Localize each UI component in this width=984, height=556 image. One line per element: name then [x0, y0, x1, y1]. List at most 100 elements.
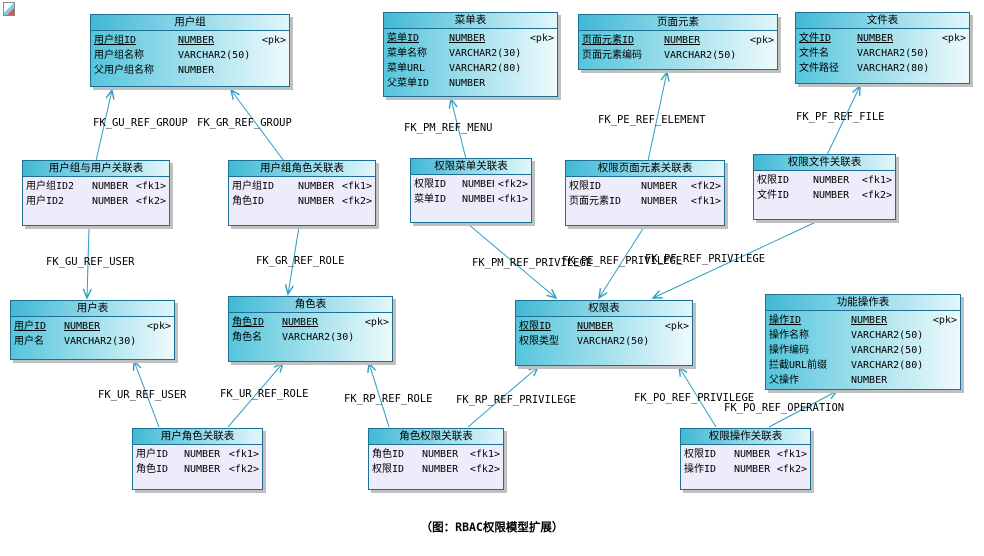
- er-table-title: 用户组: [91, 15, 289, 31]
- column-key-tag: <fk2>: [690, 181, 721, 192]
- er-table-title: 文件表: [796, 13, 969, 29]
- fk-label: FK_PO_REF_OPERATION: [724, 402, 845, 414]
- column-type: NUMBER: [851, 315, 888, 326]
- er-table-title: 页面元素: [579, 15, 777, 31]
- column-name: 菜单名称: [387, 48, 427, 59]
- er-table-title: 用户表: [11, 301, 174, 317]
- fk-label: FK_PF_REF_PRIVILEGE: [645, 253, 766, 265]
- column-type: NUMBER: [462, 194, 494, 205]
- fk-label: FK_UR_REF_ROLE: [220, 388, 309, 400]
- column-name: 父菜单ID: [387, 78, 430, 89]
- relationship-priv_op-to-operation: [768, 390, 839, 428]
- column-type: NUMBER: [449, 33, 486, 44]
- column-type: NUMBER: [422, 449, 459, 460]
- column-type: NUMBER: [577, 321, 614, 332]
- column-name: 权限类型: [519, 336, 559, 347]
- er-table-title: 角色表: [229, 297, 392, 313]
- column-name: 用户ID: [14, 321, 47, 332]
- column-type: VARCHAR2(80): [449, 63, 522, 74]
- er-table-title: 用户组与用户关联表: [23, 161, 169, 177]
- fk-label: FK_PE_REF_PRIVILEGE: [562, 255, 683, 267]
- column-type: NUMBER: [64, 321, 101, 332]
- er-table-title: 角色权限关联表: [369, 429, 503, 445]
- column-type: NUMBER: [664, 35, 701, 46]
- column-name: 权限ID: [757, 175, 790, 186]
- column-type: NUMBER: [462, 179, 494, 190]
- column-name: 页面元素ID: [569, 196, 622, 207]
- relationship-user_role-to-role: [227, 361, 285, 428]
- column-type: VARCHAR2(80): [851, 360, 924, 371]
- fk-label: FK_RP_REF_ROLE: [344, 393, 433, 405]
- column-key-tag: <fk1>: [776, 449, 807, 460]
- column-name: 用户ID2: [26, 196, 65, 207]
- column-key-tag: <pk>: [364, 317, 389, 328]
- column-key-tag: <fk2>: [497, 179, 528, 190]
- column-key-tag: <fk1>: [341, 181, 372, 192]
- column-name: 文件路径: [799, 63, 839, 74]
- column-type: VARCHAR2(50): [851, 330, 924, 341]
- column-name: 文件ID: [757, 190, 790, 201]
- fk-label: FK_GR_REF_GROUP: [197, 117, 292, 129]
- relationship-role_priv-to-privilege: [467, 365, 540, 428]
- column-type: NUMBER: [184, 449, 221, 460]
- column-key-tag: <fk2>: [228, 464, 259, 475]
- fk-label: FK_PF_REF_FILE: [796, 111, 885, 123]
- column-name: 用户组ID: [94, 35, 137, 46]
- fk-label: FK_GU_REF_GROUP: [93, 117, 188, 129]
- column-type: VARCHAR2(80): [857, 63, 930, 74]
- column-type: NUMBER: [813, 175, 850, 186]
- relationship-priv_menu-to-menu: [448, 97, 467, 160]
- column-type: VARCHAR2(50): [178, 50, 251, 61]
- column-name: 权限ID: [569, 181, 602, 192]
- column-key-tag: <pk>: [261, 35, 286, 46]
- fk-label: FK_GR_REF_ROLE: [256, 255, 345, 267]
- column-name: 角色ID: [232, 196, 265, 207]
- column-key-tag: <fk2>: [861, 190, 892, 201]
- diagram-caption: （图：RBAC权限模型扩展）: [420, 520, 564, 534]
- fk-label: FK_PM_REF_PRIVILEGE: [472, 257, 593, 269]
- column-type: VARCHAR2(50): [851, 345, 924, 356]
- er-table-title: 权限菜单关联表: [411, 159, 531, 175]
- column-type: VARCHAR2(50): [577, 336, 650, 347]
- relationship-role_priv-to-role: [367, 361, 390, 428]
- column-name: 角色名: [232, 332, 262, 343]
- column-name: 权限ID: [519, 321, 552, 332]
- relationship-group_role-to-role: [284, 226, 300, 296]
- column-name: 操作ID: [684, 464, 717, 475]
- column-name: 权限ID: [372, 464, 405, 475]
- er-column-row: 文件路径 VARCHAR2(80): [799, 61, 966, 76]
- column-type: NUMBER: [734, 449, 771, 460]
